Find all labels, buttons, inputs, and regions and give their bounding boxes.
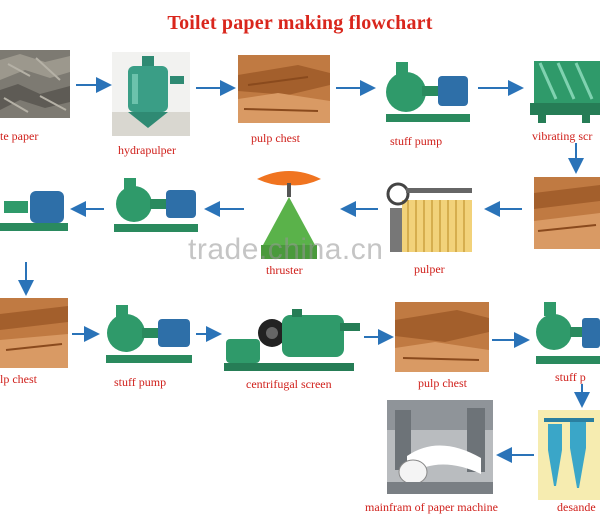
pulp-chest-image	[238, 55, 330, 123]
desander-label: desande	[557, 500, 596, 514]
paper-machine-label: mainfram of paper machine	[365, 500, 498, 514]
vibrating-screen-image	[528, 53, 600, 123]
stuff-pump-label: stuff pump	[390, 134, 443, 148]
centrifugal-screen-label: centrifugal screen	[246, 377, 332, 391]
pulp-chest-image	[0, 298, 68, 368]
watermark-text: trade.china.cn	[188, 233, 384, 266]
stuff-pump-image	[378, 58, 474, 128]
stuff-pump-image	[108, 174, 200, 236]
pulp-chest-image	[395, 302, 489, 372]
hydrapulper-image	[112, 52, 190, 136]
stuff-pump-image	[100, 301, 194, 369]
motor-pump-image	[0, 177, 68, 237]
stuff-pump-image	[532, 298, 600, 370]
pulp-chest-label: pulp chest	[418, 376, 467, 390]
vibrating-screen-label: vibrating scr	[532, 129, 593, 143]
centrifugal-screen-image	[222, 305, 362, 375]
thruster-image	[253, 165, 325, 265]
waste-paper-label: te paper	[0, 129, 39, 143]
pulp-chest-label: lp chest	[0, 372, 37, 386]
pulper-image	[384, 178, 478, 258]
paper-machine-image	[387, 400, 493, 494]
thruster-label: thruster	[266, 263, 303, 277]
pulper-label: pulper	[414, 262, 445, 276]
waste-paper-image	[0, 50, 70, 118]
hydrapulper-label: hydrapulper	[118, 143, 176, 157]
pulp-chest-image	[534, 177, 600, 249]
pulp-chest-label: pulp chest	[251, 131, 300, 145]
stuff-pump-label: stuff p	[555, 370, 586, 384]
page-title: Toilet paper making flowchart	[167, 12, 433, 34]
stuff-pump-label: stuff pump	[114, 375, 167, 389]
desander-image	[538, 410, 600, 500]
